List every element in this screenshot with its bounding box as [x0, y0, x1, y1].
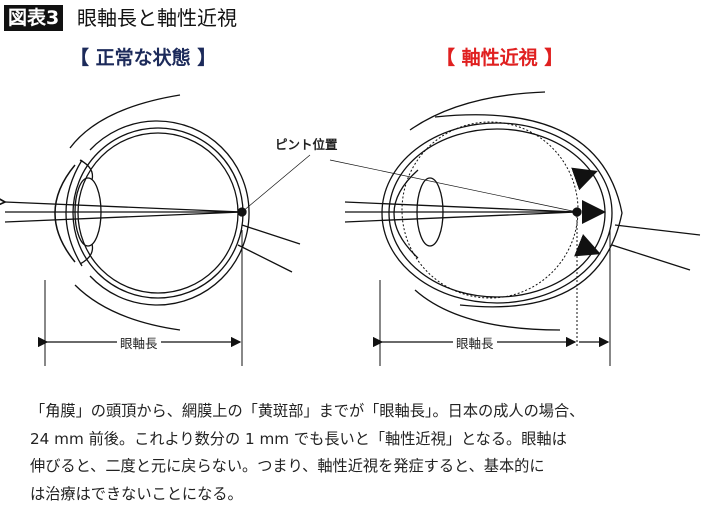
figure-label: 図表3: [4, 5, 64, 31]
myopia-eye: [381, 91, 701, 348]
elongation-arrow-icon: [574, 234, 601, 257]
caption-line: は治療はできないことになる。: [30, 484, 243, 503]
normal-rays: [5, 202, 247, 223]
myopia-heading: 【 軸性近視 】: [436, 47, 564, 69]
focus-position-label: ピント位置: [272, 134, 341, 153]
myopia-axis-length-label: 眼軸長: [453, 333, 497, 352]
figure-title: 眼軸長と軸性近視: [77, 6, 237, 30]
caption-line: 24 mm 前後。これより数分の 1 mm でも長いと「軸性近視」となる。眼軸は: [30, 429, 567, 448]
caption: 「角膜」の頭頂から、網膜上の「黄斑部」までが「眼軸長」。日本の成人の場合、 24…: [30, 398, 700, 508]
caption-line: 「角膜」の頭頂から、網膜上の「黄斑部」までが「眼軸長」。日本の成人の場合、: [30, 402, 585, 420]
focus-leader-lines: [241, 154, 578, 213]
normal-axis-length-label: 眼軸長: [117, 333, 161, 352]
caption-line: 伸びると、二度と元に戻らない。つまり、軸性近視を発症すると、基本的に: [30, 457, 545, 475]
eye-diagram: [0, 91, 701, 366]
elongation-arrow-icon: [571, 167, 598, 191]
myopia-rays: [344, 201, 582, 223]
normal-heading: 【 正常な状態 】: [70, 47, 217, 69]
